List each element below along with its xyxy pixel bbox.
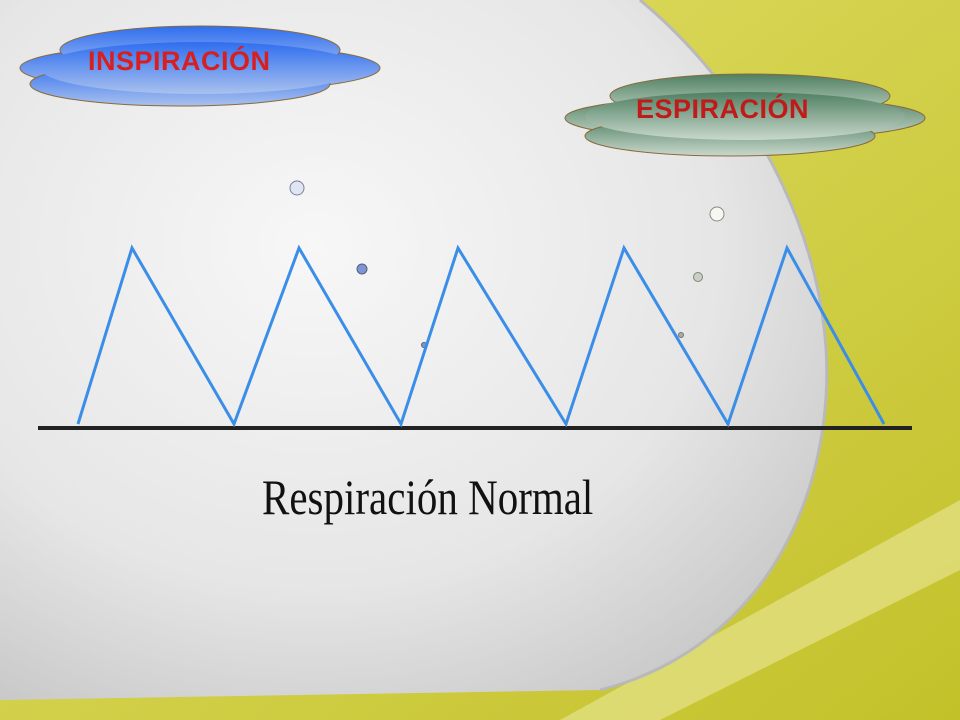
expiration-label: ESPIRACIÓN [636,94,810,124]
inspiration-label: INSPIRACIÓN [88,46,271,76]
diagram-caption: Respiración Normal [262,469,594,525]
inspiration-cloud [19,25,381,107]
expiration-cloud [564,73,926,157]
thought-bubbles [289,180,725,348]
breathing-wave [76,244,886,428]
